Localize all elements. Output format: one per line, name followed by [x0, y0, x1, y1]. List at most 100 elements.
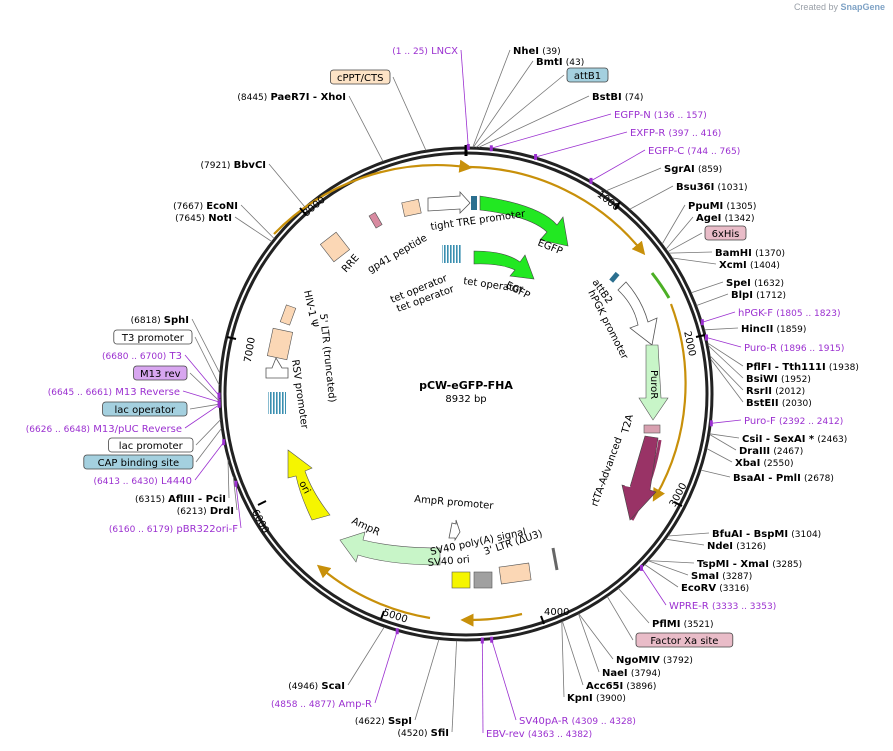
leader-bfuai-bspmi: [668, 532, 710, 537]
box-t3-promoter: [113, 329, 193, 345]
text-egfp-c: EGFP-C (744 .. 765): [648, 146, 740, 157]
label-paer7i-xhoi: (8445) PaeR7I - XhoI: [237, 92, 346, 103]
label-bstbi: BstBI (74): [592, 92, 643, 103]
box-cppt-cts: [329, 69, 391, 85]
label-exfp-r: EXFP-R (397 .. 416): [630, 128, 721, 139]
label-naei: NaeI (3794): [602, 668, 661, 679]
text-bfuai-bspmi: BfuAI - BspMI (3104): [712, 529, 821, 540]
text-sgrai: SgrAI (859): [664, 164, 722, 175]
text-bsteii: BstEII (2030): [746, 398, 812, 409]
label-puro-r: Puro-R (1896 .. 1915): [744, 343, 844, 354]
leader-t3-promoter: [194, 336, 220, 386]
leader-rsrii: [709, 355, 744, 391]
text-drdi: (6213) DrdI: [177, 506, 234, 517]
rre-box: [319, 231, 351, 263]
tick-mark-3000: [673, 501, 683, 507]
label-t3: (6680 .. 6700) T3: [102, 351, 182, 362]
text-exfp-r: EXFP-R (397 .. 416): [630, 128, 721, 139]
label-bsaai-pmli: BsaAI - PmlI (2678): [733, 473, 834, 484]
label-egfp-c: EGFP-C (744 .. 765): [648, 146, 740, 157]
ltr5-box: [266, 327, 294, 361]
leader-ebv-rev: [481, 640, 484, 734]
text-wpre-r: WPRE-R (3333 .. 3353): [669, 601, 776, 612]
leader-xbai: [706, 448, 733, 463]
label-cap-binding-site: CAP binding site: [83, 454, 194, 470]
text-bamhi: BamHI (1370): [715, 248, 785, 259]
text-csii-sexai: CsiI - SexAI * (2463): [742, 434, 847, 445]
label-sv40pa-r: SV40pA-R (4309 .. 4328): [519, 716, 636, 727]
arc-sv40: [460, 612, 523, 627]
label-5ltr: 5' LTR (truncated): [317, 313, 337, 403]
leader-cap-binding-site: [195, 428, 222, 463]
label-pbr322ori-f: (6160 .. 6179) pBR322ori-F: [109, 524, 238, 535]
leader-spei: [691, 281, 724, 294]
label-nhei: NheI (39): [513, 46, 561, 57]
tick-mark-7000: [226, 336, 237, 340]
credit-brand: SnapGene: [840, 2, 885, 12]
credit-prefix: Created by: [793, 2, 838, 12]
label-pflmi: PflMI (3521): [652, 619, 714, 630]
label-m13-puc-reverse: (6626 .. 6648) M13/pUC Reverse: [26, 424, 182, 435]
label-t2a: T2A: [620, 413, 636, 436]
label-puro-f: Puro-F (2392 .. 2412): [744, 416, 843, 427]
primer-mark-exfp-r: [534, 154, 538, 160]
tick-mark-6000: [257, 500, 267, 506]
box-6xhis: [704, 225, 747, 241]
label-gp41: gp41 peptide: [366, 233, 429, 276]
box-text-cap-binding-site: CAP binding site: [98, 458, 180, 469]
arc-lentiviral: [273, 159, 473, 235]
label-puror: PuroR: [648, 370, 659, 399]
leader-m13-puc-reverse: [184, 404, 220, 429]
text-afliii-pcii: (6315) AflIII - PciI: [135, 494, 226, 505]
text-puro-r: Puro-R (1896 .. 1915): [744, 343, 844, 354]
text-spei: SpeI (1632): [726, 278, 784, 289]
text-blpi: BlpI (1712): [731, 290, 786, 301]
leader-lac-operator: [189, 403, 220, 410]
leader-sgrai: [606, 167, 662, 192]
leader-pflfi-tth111i: [707, 342, 744, 367]
leader-smai: [648, 560, 689, 576]
text-kpni: KpnI (3900): [567, 693, 626, 704]
text-m13-reverse: (6645 .. 6661) M13 Reverse: [48, 387, 180, 398]
label-ndei: NdeI (3126): [707, 541, 766, 552]
label-agei: AgeI (1342): [696, 213, 755, 224]
label-ebv-rev: EBV-rev (4363 .. 4382): [486, 729, 592, 740]
text-ppumi: PpuMI (1305): [688, 201, 756, 212]
arc-features: [273, 159, 687, 627]
text-bmti: BmtI (43): [536, 57, 584, 68]
label-ngomiv: NgoMIV (3792): [616, 655, 693, 666]
label-kpni: KpnI (3900): [567, 693, 626, 704]
leader-bsaai-pmli: [700, 469, 731, 478]
leader-sphi: [191, 318, 221, 374]
ltr3-box: [498, 562, 532, 585]
sv40-ori-box: [451, 571, 471, 589]
tet-operators: [442, 245, 462, 263]
leader-hincii: [704, 327, 739, 331]
arc-ampr: [316, 564, 431, 620]
text-ndei: NdeI (3126): [707, 541, 766, 552]
leader-lac-promoter: [195, 419, 221, 446]
egfp-arrow-outer: [479, 195, 569, 247]
label-noti: (7645) NotI: [175, 213, 232, 224]
label-ampr-promoter: AmpR promoter: [414, 494, 495, 512]
text-xbai: XbaI (2550): [735, 458, 793, 469]
box-text-m13-rev: M13 rev: [140, 369, 181, 380]
gp41-box: [368, 212, 383, 229]
leader-l4440: [194, 441, 225, 481]
label-sspi: (4622) SspI: [355, 716, 412, 727]
text-amp-r: (4858 .. 4877) Amp-R: [271, 699, 372, 710]
leader-puro-r: [706, 337, 742, 348]
leader-puro-f: [711, 419, 742, 424]
leader-hpgk-f: [702, 311, 736, 323]
primer-mark-sv40pa-r: [490, 636, 494, 643]
leader-agei: [665, 216, 694, 250]
label-sfii: (4520) SfiI: [398, 728, 449, 739]
primer-mark-amp-r: [395, 628, 399, 635]
primer-mark-egfp-c: [589, 177, 593, 184]
leader-kpni: [561, 621, 565, 698]
box-text-factor-xa-site: Factor Xa site: [650, 636, 718, 647]
t2a-box: [643, 424, 661, 434]
leader-csii-sexai: [709, 433, 740, 439]
label-bamhi: BamHI (1370): [715, 248, 785, 259]
